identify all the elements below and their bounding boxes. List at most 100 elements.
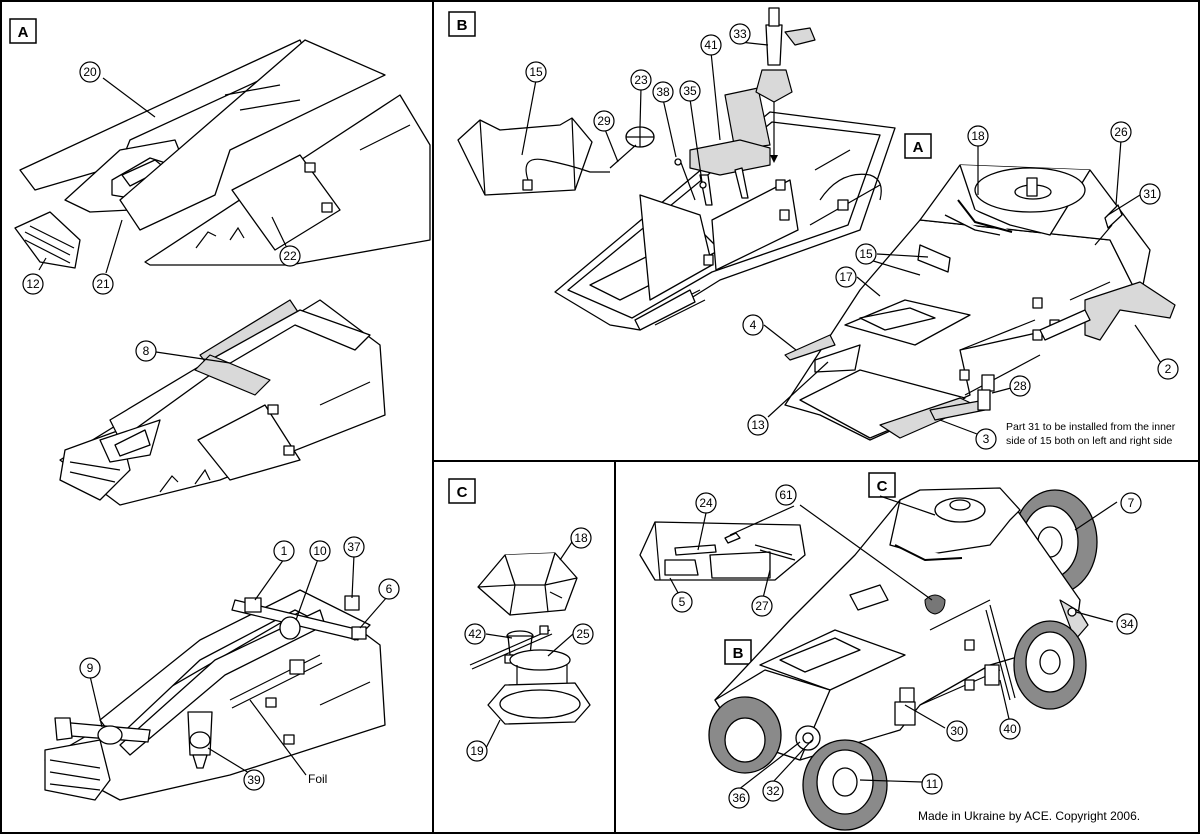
inset-label-b: B	[724, 639, 752, 665]
callout-p28: 28	[1009, 375, 1031, 397]
part-15-floor	[457, 117, 610, 196]
callout-number: 41	[704, 38, 718, 52]
callout-p13: 13	[747, 414, 769, 436]
callout-number: 3	[983, 432, 990, 446]
svg-text:A: A	[913, 139, 924, 156]
callout-p24: 24	[695, 492, 717, 514]
drawing-a-frame	[59, 299, 386, 506]
callout-number: 36	[732, 791, 746, 805]
leaders-b-left	[521, 41, 769, 183]
part-23-steering	[609, 126, 655, 169]
svg-text:B: B	[733, 645, 744, 662]
callout-number: 30	[950, 724, 964, 738]
callout-number: 35	[683, 84, 697, 98]
foil-label: Foil	[308, 772, 327, 786]
drawing-a-chassis	[44, 589, 386, 801]
callout-p6: 6	[378, 578, 400, 600]
callout-p61: 61	[775, 484, 797, 506]
callout-p15b: 15	[855, 243, 877, 265]
callout-number: 33	[733, 27, 747, 41]
callout-p17: 17	[835, 266, 857, 288]
callout-number: 5	[679, 595, 686, 609]
leaders-a-top	[38, 77, 287, 274]
callout-number: 39	[247, 773, 261, 787]
svg-text:A: A	[18, 24, 29, 41]
callout-number: 29	[597, 114, 611, 128]
part-12-drawing	[14, 211, 81, 269]
callout-number: 12	[26, 277, 40, 291]
callout-p7: 7	[1120, 492, 1142, 514]
callout-number: 15	[859, 247, 873, 261]
inset-label-c: C	[868, 472, 896, 498]
panel-label-c-left: C	[448, 478, 476, 504]
part-33-mount	[755, 7, 816, 163]
callout-p21: 21	[92, 273, 114, 295]
svg-text:C: C	[877, 478, 888, 495]
callout-number: 32	[766, 784, 780, 798]
callout-number: 22	[283, 249, 297, 263]
callout-number: 18	[971, 129, 985, 143]
callout-number: 38	[656, 85, 670, 99]
panel-label-b: B	[448, 11, 476, 37]
leaders-a-bottom	[89, 554, 388, 777]
callout-p37: 37	[343, 536, 365, 558]
callout-p26: 26	[1110, 121, 1132, 143]
callout-p20: 20	[79, 61, 101, 83]
callout-number: 25	[576, 627, 590, 641]
svg-text:C: C	[457, 484, 468, 501]
callout-p41: 41	[700, 34, 722, 56]
callout-p30: 30	[946, 720, 968, 742]
callout-p15: 15	[525, 61, 547, 83]
part-5-side-panel	[639, 521, 806, 581]
callout-p18c: 18	[570, 527, 592, 549]
callout-number: 8	[143, 344, 150, 358]
callout-p27: 27	[751, 595, 773, 617]
callout-number: 13	[751, 418, 765, 432]
svg-text:side of 15 both on left and ri: side of 15 both on left and right side	[1006, 435, 1173, 447]
drawing-b-body	[784, 164, 1176, 441]
drawing-c-vehicle	[708, 487, 1098, 831]
callout-p22: 22	[279, 245, 301, 267]
inset-label-a: A	[904, 133, 932, 159]
callout-p3: 3	[975, 428, 997, 450]
callout-number: 2	[1165, 362, 1172, 376]
callout-number: 21	[96, 277, 110, 291]
callout-p23: 23	[630, 69, 652, 91]
callout-number: 42	[468, 627, 482, 641]
callout-p8: 8	[135, 340, 157, 362]
callout-number: 1	[281, 544, 288, 558]
callout-number: 31	[1143, 187, 1157, 201]
callout-p32: 32	[762, 780, 784, 802]
callout-p12: 12	[22, 273, 44, 295]
callout-number: 15	[529, 65, 543, 79]
callout-number: 18	[574, 531, 588, 545]
leaders-b-right	[763, 139, 1162, 435]
leaders-c-left	[485, 541, 574, 749]
svg-text:B: B	[457, 17, 468, 34]
callout-p11: 11	[921, 773, 943, 795]
callout-number: 19	[470, 744, 484, 758]
callout-p18: 18	[967, 125, 989, 147]
note-part-31: Part 31 to be installed from the inner s…	[1006, 421, 1176, 447]
callout-number: 20	[83, 65, 97, 79]
callout-p4: 4	[742, 314, 764, 336]
drawing-a-upper-hull	[19, 39, 431, 266]
callout-p42: 42	[464, 623, 486, 645]
callout-number: 7	[1128, 496, 1135, 510]
callout-number: 26	[1114, 125, 1128, 139]
part-41-seat	[674, 87, 771, 206]
callout-number: 28	[1013, 379, 1027, 393]
callout-p2: 2	[1157, 358, 1179, 380]
callout-number: 17	[839, 270, 853, 284]
part-18-turret	[477, 552, 578, 616]
callout-p34: 34	[1116, 613, 1138, 635]
callout-number: 61	[779, 488, 793, 502]
callout-number: 11	[926, 777, 939, 791]
callout-number: 34	[1120, 617, 1134, 631]
drawing-b-hull	[554, 111, 896, 331]
callout-number: 4	[750, 318, 757, 332]
callout-p36: 36	[728, 787, 750, 809]
callout-number: 40	[1003, 722, 1017, 736]
